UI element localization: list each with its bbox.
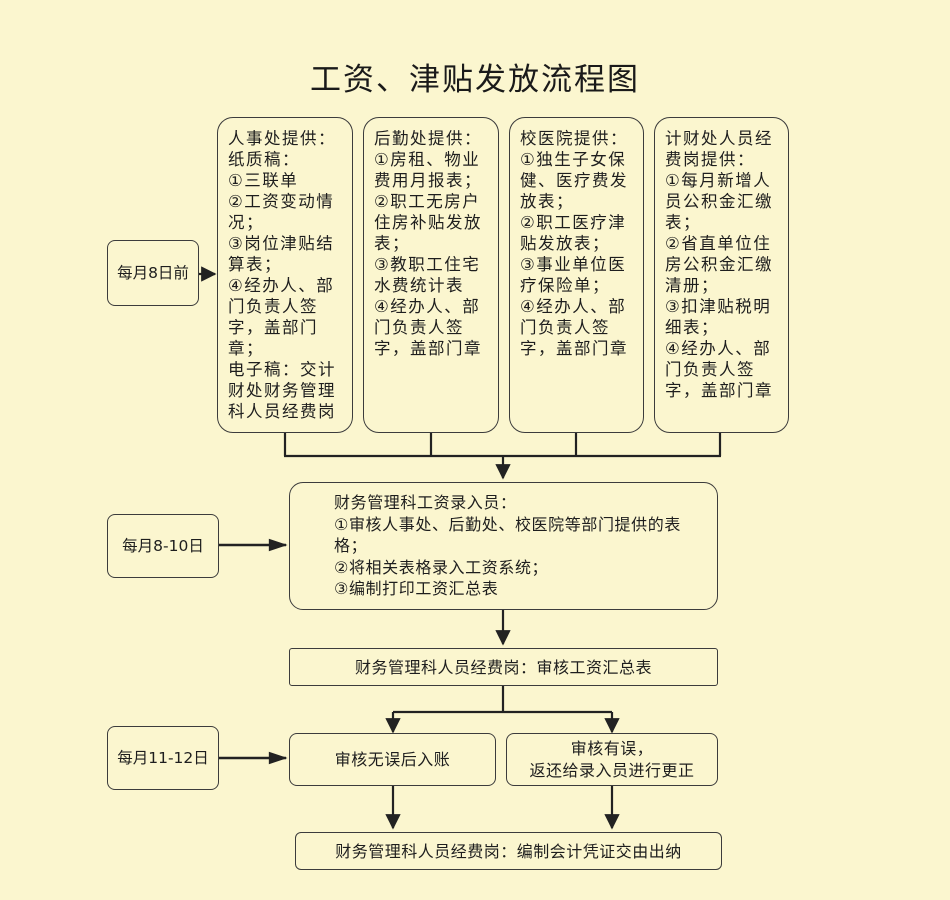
approved-box: 审核无误后入账 (289, 733, 496, 786)
source-box-logistics: 后勤处提供： ①房租、物业费用月报表； ②职工无房户住房补贴发放表； ③教职工住… (363, 117, 499, 433)
source-box-personnel: 人事处提供： 纸质稿： ①三联单 ②工资变动情况； ③岗位津贴结算表； ④经办人… (217, 117, 353, 433)
source-box-finance: 计财处人员经费岗提供： ①每月新增人员公积金汇缴表； ②省直单位住房公积金汇缴清… (654, 117, 789, 433)
date-box-before-8: 每月8日前 (107, 240, 199, 306)
review-box: 财务管理科人员经费岗：审核工资汇总表 (289, 648, 718, 686)
date-box-11-12: 每月11-12日 (107, 726, 219, 790)
date-box-8-10: 每月8-10日 (107, 514, 219, 578)
source-box-hospital: 校医院提供： ①独生子女保健、医疗费发放表； ②职工医疗津贴发放表； ③事业单位… (509, 117, 644, 433)
rejected-box: 审核有误， 返还给录入员进行更正 (506, 733, 718, 786)
page-title: 工资、津贴发放流程图 (310, 62, 640, 98)
final-box: 财务管理科人员经费岗：编制会计凭证交由出纳 (295, 832, 722, 870)
entry-clerk-box: 财务管理科工资录入员： ①审核人事处、后勤处、校医院等部门提供的表格； ②将相关… (289, 482, 718, 610)
